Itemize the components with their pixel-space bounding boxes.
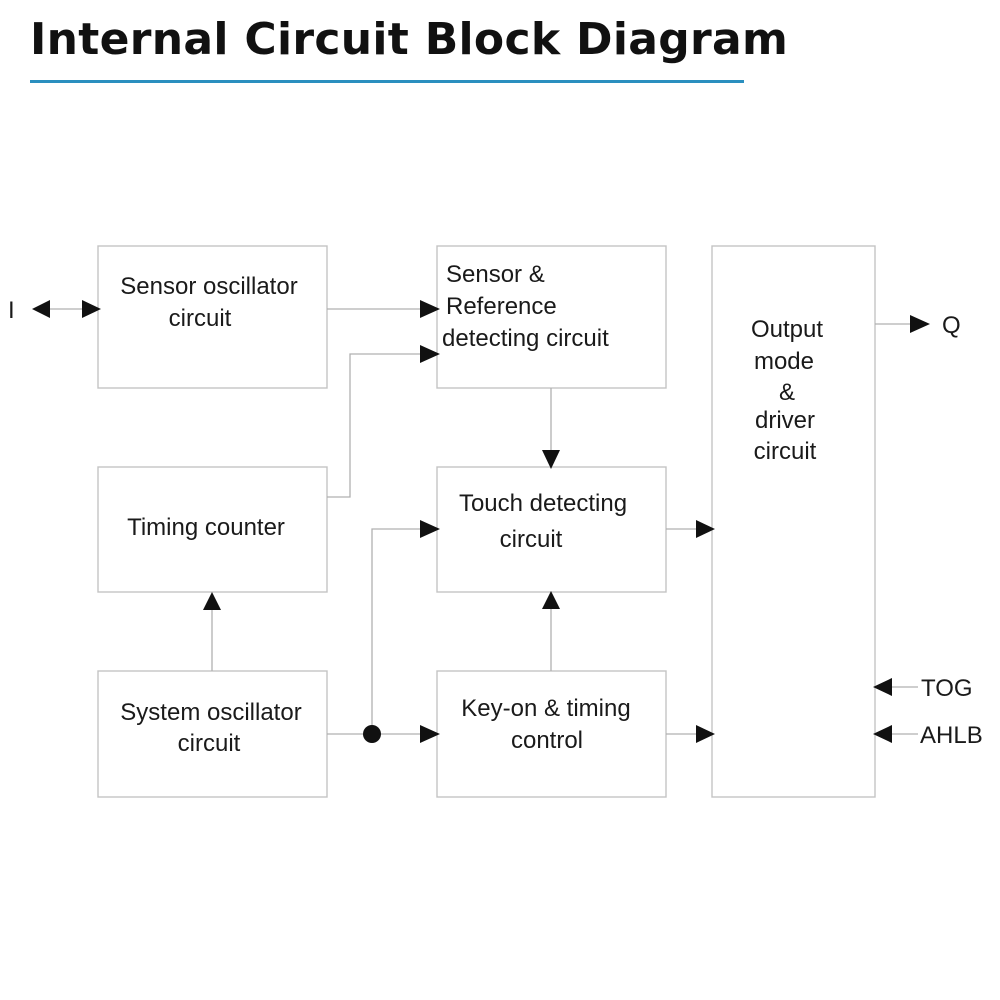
arrow-into-sensor-reference-top bbox=[420, 300, 440, 318]
block-sensor-reference-detecting: Sensor & Reference detecting circuit bbox=[436, 245, 667, 389]
block-sensor-reference-label-3: detecting circuit bbox=[442, 325, 609, 352]
arrow-into-key-on bbox=[420, 725, 440, 743]
block-output-label-1: Output bbox=[751, 316, 823, 343]
arrow-ahlb-into-output bbox=[873, 725, 892, 743]
block-sensor-oscillator-label-1: Sensor oscillator bbox=[120, 273, 297, 300]
block-timing-counter: Timing counter bbox=[97, 466, 328, 593]
pin-label-i: I bbox=[8, 297, 15, 324]
arrow-to-input-pin bbox=[32, 300, 50, 318]
arrow-touch-detect-into-output bbox=[696, 520, 715, 538]
pin-label-tog: TOG bbox=[921, 675, 973, 702]
block-output-label-5: circuit bbox=[754, 438, 817, 465]
arrow-up-into-timing-counter bbox=[203, 592, 221, 610]
block-touch-detecting-label-2: circuit bbox=[500, 526, 563, 553]
block-key-on-label-2: control bbox=[511, 727, 583, 754]
arrow-to-q-pin bbox=[910, 315, 930, 333]
block-sensor-oscillator-label-2: circuit bbox=[169, 305, 232, 332]
block-sensor-reference-label-1: Sensor & bbox=[446, 261, 545, 288]
arrow-down-into-touch-detect bbox=[542, 450, 560, 469]
block-system-oscillator-label-1: System oscillator bbox=[120, 699, 301, 726]
arrow-tog-into-output bbox=[873, 678, 892, 696]
block-output-label-2: mode bbox=[754, 348, 814, 375]
junction-dot bbox=[363, 725, 381, 743]
pin-label-ahlb: AHLB bbox=[920, 722, 983, 749]
block-sensor-oscillator: Sensor oscillator circuit bbox=[97, 245, 328, 389]
page-title: Internal Circuit Block Diagram bbox=[30, 14, 789, 65]
arrow-key-on-into-output bbox=[696, 725, 715, 743]
block-key-on-timing-control: Key-on & timing control bbox=[436, 670, 667, 798]
block-touch-detecting: Touch detecting circuit bbox=[436, 466, 667, 593]
title-underline bbox=[30, 80, 744, 83]
block-timing-counter-label: Timing counter bbox=[127, 514, 285, 541]
pin-label-q: Q bbox=[942, 312, 961, 339]
block-system-oscillator: System oscillator circuit bbox=[97, 670, 328, 798]
arrow-into-sensor-reference-bottom bbox=[420, 345, 440, 363]
block-sensor-reference-label-2: Reference bbox=[446, 293, 557, 320]
block-key-on-label-1: Key-on & timing bbox=[461, 695, 630, 722]
block-output-label-4: driver bbox=[755, 407, 815, 434]
block-touch-detecting-label-1: Touch detecting bbox=[459, 490, 627, 517]
block-output-mode-driver: Output mode & driver circuit bbox=[711, 245, 876, 798]
block-output-label-3: & bbox=[779, 379, 795, 406]
arrow-into-sensor-oscillator bbox=[82, 300, 101, 318]
wire-branch-to-touch-detect bbox=[371, 528, 420, 734]
wire-timing-counter-to-sensor-reference bbox=[327, 353, 420, 498]
arrowheads bbox=[32, 300, 930, 743]
block-system-oscillator-label-2: circuit bbox=[178, 730, 241, 757]
arrow-up-into-touch-detect bbox=[542, 591, 560, 609]
arrow-into-touch-detect bbox=[420, 520, 440, 538]
